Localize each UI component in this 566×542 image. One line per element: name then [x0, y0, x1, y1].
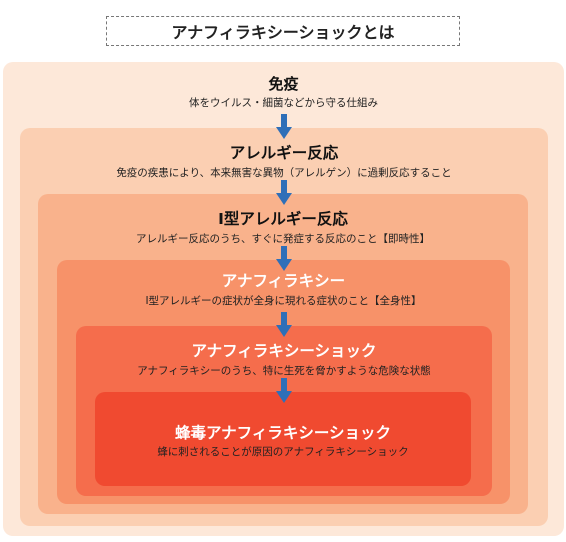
arrow-down-icon — [276, 378, 292, 404]
arrow-down-icon — [276, 246, 292, 272]
diagram-title: アナフィラキシーショックとは — [106, 16, 460, 46]
level-heading: アナフィラキシー — [221, 272, 346, 290]
level-heading: Ⅰ型アレルギー反応 — [218, 210, 348, 228]
level-description: 免疫の疾患により、本来無害な異物（アレルゲン）に過剰反応すること — [116, 167, 452, 179]
level-heading: 蜂毒アナフィラキシーショック — [174, 424, 392, 442]
arrow-down-icon — [276, 180, 292, 206]
level-description: アレルギー反応のうち、すぐに発症する反応のこと【即時性】 — [136, 233, 430, 245]
level-description: 体をウイルス・細菌などから守る仕組み — [189, 97, 378, 109]
level-heading: 免疫 — [268, 75, 299, 93]
level-heading: アナフィラキシーショック — [191, 342, 377, 360]
arrow-down-icon — [276, 114, 292, 140]
level-bee-venom-shock: 蜂毒アナフィラキシーショック 蜂に刺されることが原因のアナフィラキシーショック — [95, 392, 471, 486]
arrow-down-icon — [276, 312, 292, 338]
level-heading: アレルギー反応 — [229, 144, 339, 162]
level-description: アナフィラキシーのうち、特に生死を脅かすような危険な状態 — [137, 365, 431, 377]
level-description: Ⅰ型アレルギーの症状が全身に現れる症状のこと【全身性】 — [145, 295, 422, 307]
level-description: 蜂に刺されることが原因のアナフィラキシーショック — [157, 446, 409, 458]
